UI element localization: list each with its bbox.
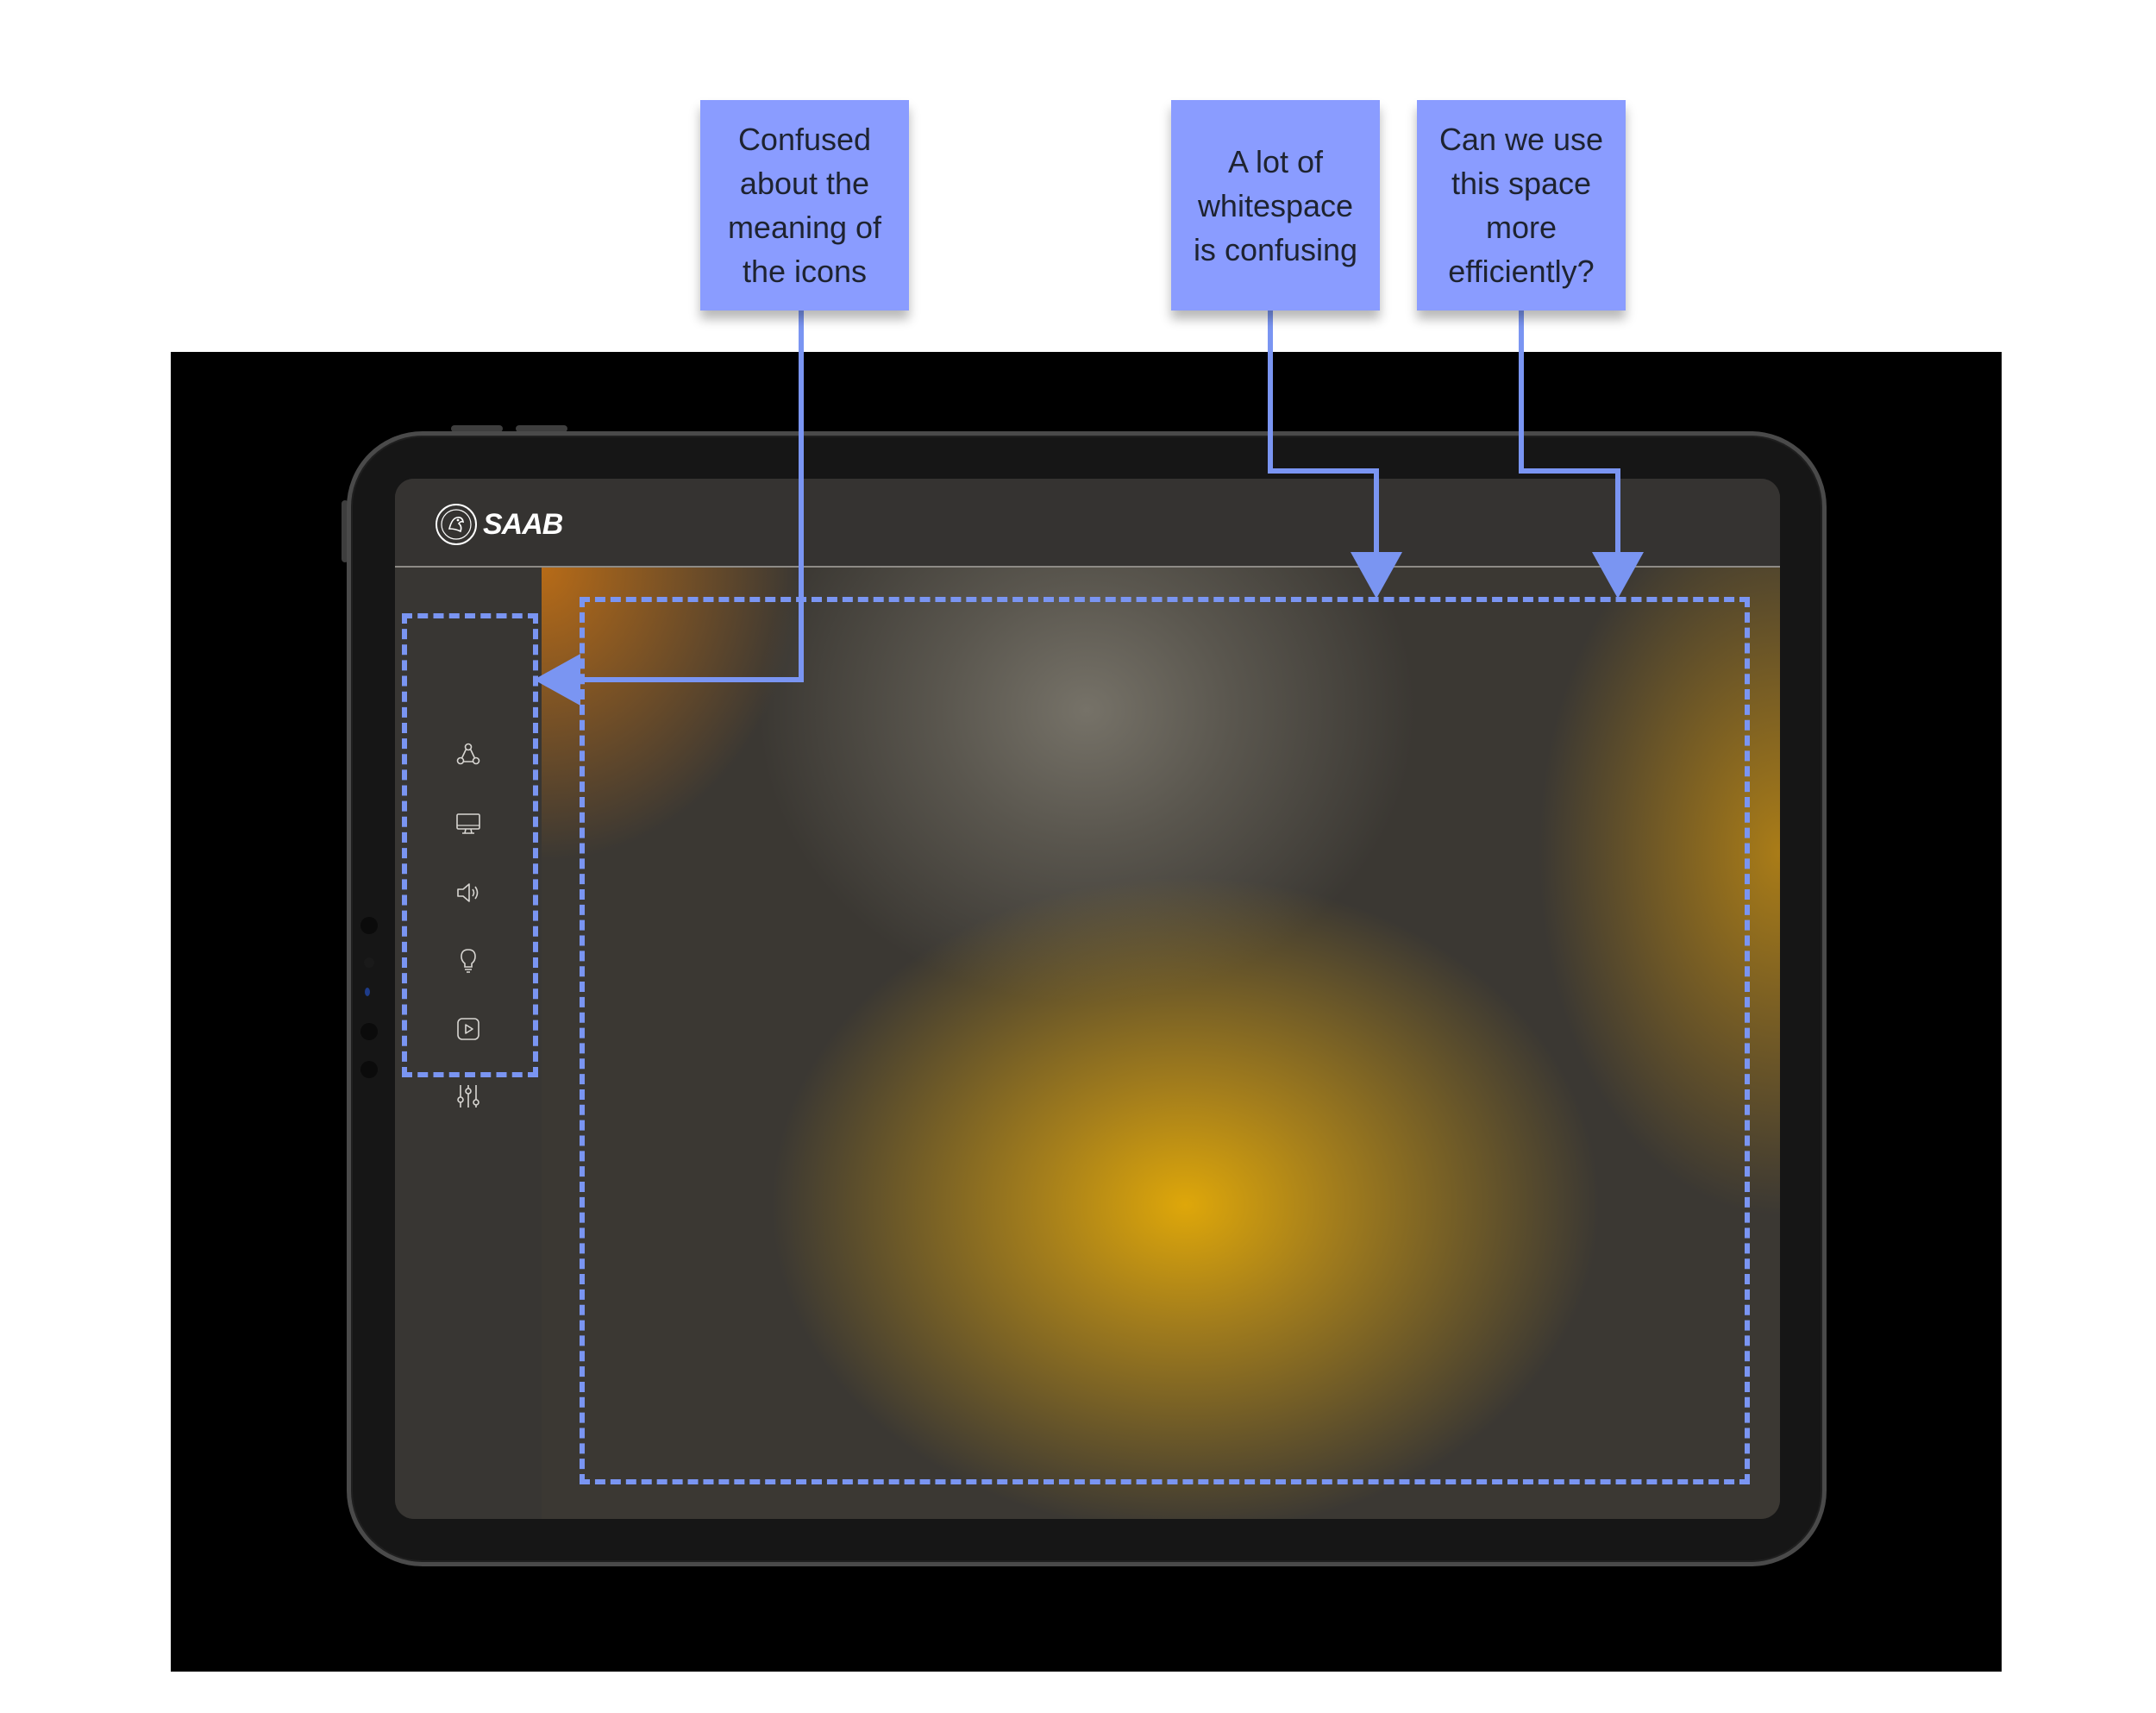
- note-line: this space: [1451, 166, 1592, 201]
- note-line: Confused: [737, 122, 872, 157]
- connector-whitespace: [1268, 311, 1402, 599]
- sidebar-item-network[interactable]: [454, 740, 483, 769]
- indicator-light-icon: [365, 988, 370, 996]
- camera-icon: [360, 1023, 378, 1040]
- note-line: the icons: [742, 254, 868, 289]
- speaker-icon: [457, 883, 479, 902]
- note-line: Can we use: [1438, 122, 1604, 157]
- sidebar-item-media[interactable]: [454, 1014, 483, 1044]
- tablet-screen: SAAB: [395, 479, 1780, 1519]
- sticky-note-space: Can we use this space more efficiently?: [1417, 100, 1626, 311]
- lightbulb-icon: [461, 949, 476, 973]
- main-content-area: [542, 568, 1780, 1519]
- sidebar-item-sound[interactable]: [454, 878, 483, 907]
- annotation-box-icons: [402, 613, 538, 1077]
- network-nodes-icon: [456, 743, 480, 765]
- sidebar-item-display[interactable]: [454, 809, 483, 838]
- note-line: meaning of: [727, 210, 882, 245]
- saab-griffin-seal-icon: [436, 504, 477, 545]
- note-line: is confusing: [1193, 231, 1358, 267]
- side-button: [342, 500, 348, 562]
- note-line: whitespace: [1197, 187, 1354, 223]
- connector-space: [1519, 309, 1644, 599]
- sidebar: [395, 568, 542, 1519]
- sticky-note-whitespace: A lot of whitespace is confusing: [1171, 100, 1380, 311]
- sensor-icon: [364, 957, 374, 968]
- power-button-top: [516, 425, 567, 432]
- monitor-icon: [456, 813, 480, 834]
- note-line: A lot of: [1227, 143, 1324, 179]
- brand-name: SAAB: [483, 507, 563, 541]
- sidebar-item-lighting[interactable]: [454, 945, 483, 975]
- sidebar-item-settings[interactable]: [454, 1082, 483, 1111]
- saab-logo[interactable]: SAAB: [435, 501, 563, 548]
- camera-icon: [360, 917, 378, 934]
- connector-icons: [534, 311, 804, 706]
- note-line: about the: [739, 166, 870, 201]
- note-line: more: [1485, 210, 1557, 245]
- annotation-box-whitespace: [580, 597, 1750, 1484]
- volume-button-top: [451, 425, 503, 432]
- camera-icon: [360, 1061, 378, 1078]
- play-button-icon: [457, 1018, 479, 1040]
- app-header: SAAB: [395, 479, 1780, 568]
- sticky-note-icons: Confused about the meaning of the icons: [700, 100, 909, 311]
- note-line: efficiently?: [1448, 254, 1595, 289]
- sliders-icon: [457, 1085, 479, 1107]
